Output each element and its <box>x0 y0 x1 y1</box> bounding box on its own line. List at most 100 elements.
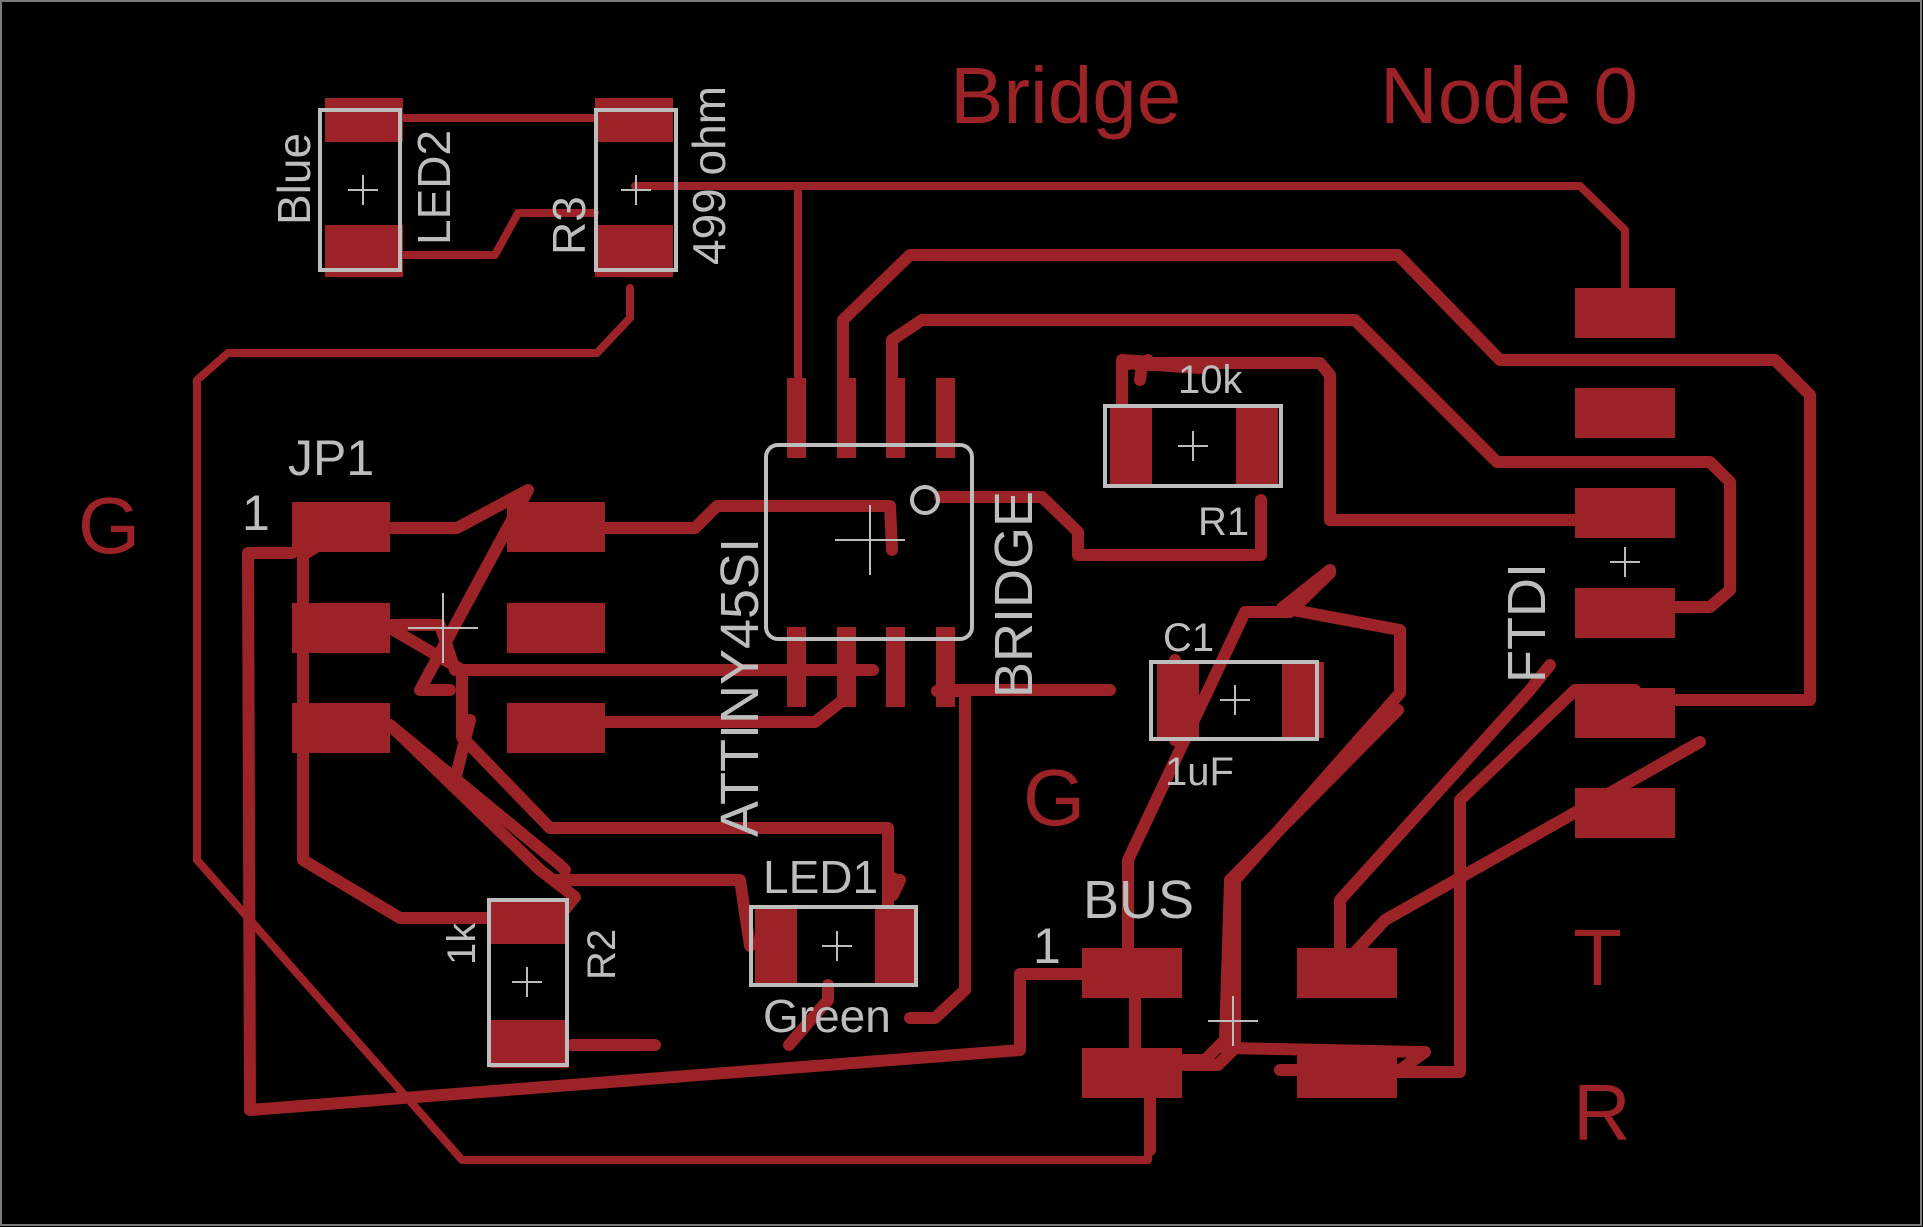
pad <box>886 378 905 458</box>
ground-label-middle: G <box>1023 753 1085 842</box>
r2-ref: R2 <box>580 929 624 980</box>
trace <box>594 500 898 556</box>
pad <box>755 908 797 986</box>
pad <box>787 627 806 707</box>
c1-value: 1uF <box>1165 750 1234 794</box>
led2-ref: LED2 <box>408 130 460 245</box>
origin-cross <box>408 593 478 663</box>
ic-value: ATTINY45SI <box>710 538 770 837</box>
trace <box>358 209 599 259</box>
pad <box>1236 407 1278 487</box>
pad <box>1082 1048 1182 1098</box>
c1-ref: C1 <box>1163 616 1214 660</box>
pad <box>292 502 390 552</box>
ground-label-left: G <box>78 481 140 570</box>
r1-value: 10k <box>1178 358 1243 402</box>
pad <box>1082 948 1182 998</box>
ic-ref: BRIDGE <box>984 491 1044 698</box>
r3-ref: R3 <box>543 196 595 255</box>
pad <box>325 98 403 142</box>
r2-outline <box>487 898 569 1067</box>
trace <box>242 547 1108 1116</box>
silkscreen-text: Blue LED2 R3 499 ohm JP1 1 ATTINY45SI BR… <box>242 86 1557 1042</box>
r3-value: 499 ohm <box>683 86 735 265</box>
trace <box>837 249 1816 706</box>
board-title-node: Node 0 <box>1380 51 1638 140</box>
origin-cross <box>621 175 651 205</box>
trace <box>631 182 1629 304</box>
ic-outline <box>764 443 974 641</box>
c1-outline <box>1149 660 1319 741</box>
pad <box>936 627 955 707</box>
pad <box>1297 948 1397 998</box>
trace <box>384 619 879 676</box>
trace <box>934 491 1267 561</box>
led1-ref: LED1 <box>763 851 878 903</box>
origin-cross <box>512 967 542 997</box>
pad <box>1297 1048 1397 1098</box>
silkscreen <box>318 108 1640 1067</box>
led1-outline <box>749 905 918 987</box>
trace <box>1152 704 1404 1066</box>
pad <box>1157 662 1199 738</box>
ftdi-ref: FTDI <box>1497 563 1557 683</box>
pad <box>875 908 917 986</box>
pad <box>1575 788 1675 838</box>
r1-ref: R1 <box>1198 500 1249 544</box>
led1-value: Green <box>763 990 891 1042</box>
origin-cross <box>1208 996 1258 1046</box>
trace <box>449 714 476 786</box>
pad <box>787 378 806 458</box>
trace <box>1122 567 1336 976</box>
trace <box>384 622 894 946</box>
pad <box>837 378 856 458</box>
trace <box>783 979 834 1051</box>
tx-label: T <box>1573 913 1622 1002</box>
pad <box>1575 388 1675 438</box>
pad <box>1575 288 1675 338</box>
trace <box>1134 357 1336 526</box>
pad <box>292 603 390 653</box>
pad <box>490 900 568 944</box>
pad <box>490 1020 568 1068</box>
board-title-bridge: Bridge <box>950 51 1181 140</box>
trace <box>1334 659 1556 976</box>
pad <box>595 98 673 142</box>
pad <box>1110 407 1152 487</box>
trace <box>549 874 756 952</box>
jp1-ref: JP1 <box>288 430 374 486</box>
copper-text: Bridge Node 0 G G T R <box>78 51 1638 1157</box>
origin-cross <box>348 175 378 205</box>
pad <box>837 627 856 707</box>
trace <box>193 284 1152 1164</box>
r2-value: 1k <box>440 922 484 965</box>
origin-cross <box>1610 547 1640 577</box>
pad <box>936 378 955 458</box>
led2-outline <box>318 108 402 272</box>
trace <box>887 872 906 901</box>
led2-value: Blue <box>268 133 320 225</box>
r1-outline <box>1103 404 1283 488</box>
pad <box>886 627 905 707</box>
pad <box>507 603 605 653</box>
origin-cross <box>1178 431 1208 461</box>
rx-label: R <box>1573 1068 1631 1157</box>
pad <box>507 703 605 753</box>
copper-pads <box>292 98 1675 1098</box>
bus-pin1: 1 <box>1033 918 1061 974</box>
ic-pin1-dot <box>910 485 940 515</box>
bus-ref: BUS <box>1083 870 1194 930</box>
origin-cross <box>822 931 852 961</box>
pad <box>292 703 390 753</box>
pad <box>1575 488 1675 538</box>
origin-cross <box>835 505 905 575</box>
pad <box>1575 688 1675 738</box>
r3-outline <box>594 108 678 272</box>
pad <box>1575 588 1675 638</box>
trace <box>384 484 534 696</box>
origin-cross <box>1220 685 1250 715</box>
pad <box>507 502 605 552</box>
trace <box>886 314 1736 613</box>
